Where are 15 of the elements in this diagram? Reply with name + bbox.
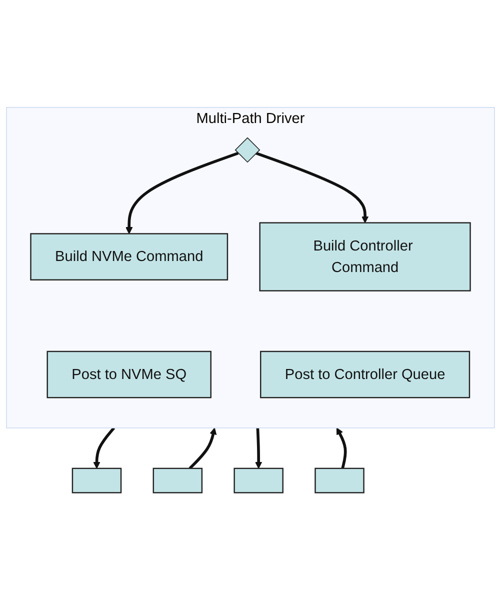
arrow bbox=[255, 428, 262, 469]
node-box: Post to NVMe SQ bbox=[46, 350, 212, 398]
node-box: Build NVMe Command bbox=[30, 233, 228, 280]
node-box bbox=[72, 468, 122, 494]
node-box bbox=[234, 468, 284, 494]
node-box bbox=[314, 468, 364, 494]
arrow bbox=[126, 152, 239, 234]
node-diamond bbox=[234, 137, 260, 163]
arrow bbox=[188, 428, 217, 470]
arrow bbox=[93, 426, 116, 469]
arrow bbox=[336, 428, 347, 469]
arrow bbox=[256, 152, 369, 224]
node-box bbox=[152, 468, 203, 494]
node-box: Post to Controller Queue bbox=[260, 350, 470, 398]
node-box: Build Controller Command bbox=[259, 222, 471, 292]
